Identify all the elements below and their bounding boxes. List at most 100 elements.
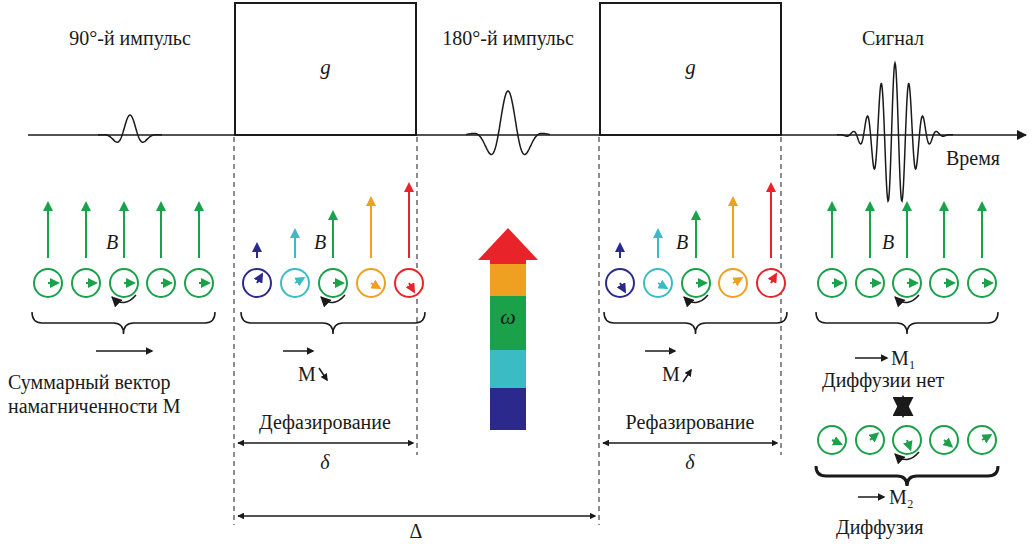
dim-head (238, 516, 240, 517)
spin-circle (357, 269, 385, 297)
brace (604, 312, 787, 334)
field-arrow (831, 203, 833, 258)
precession-arrow (684, 295, 708, 303)
dim-head (603, 443, 605, 444)
echo-signal (837, 63, 953, 201)
magnetization-label: M₂ (889, 485, 914, 509)
field-label: B (314, 230, 326, 254)
spin-circle (893, 269, 921, 297)
spin-circle (682, 269, 710, 297)
field-arrow (198, 203, 200, 258)
brace-bold (816, 466, 998, 486)
field-arrow (695, 212, 697, 258)
field-arrow (256, 244, 258, 258)
magnetization-label: M (662, 362, 680, 386)
spin-vector (696, 282, 706, 284)
stage-label: Рефазирование (626, 410, 755, 434)
field-arrow (657, 230, 659, 258)
spin-circle (930, 269, 958, 297)
spin-circle (606, 269, 634, 297)
spin-circle (818, 269, 846, 297)
field-arrow (981, 203, 983, 258)
spin-vector (944, 282, 954, 284)
frequency-arrow: ω (478, 228, 538, 430)
spin-vector (944, 440, 952, 446)
spin-vector (907, 440, 910, 449)
spin-circle (968, 426, 996, 454)
magnetization-arrow (858, 496, 884, 498)
field-arrow (370, 198, 372, 258)
spin-vector (832, 440, 841, 444)
spin-vector (620, 283, 625, 292)
case-label: Диффузии нет (822, 368, 944, 392)
field-arrow (732, 198, 734, 258)
field-arrow (906, 203, 908, 258)
spin-circle (281, 269, 309, 297)
spin-circle (818, 426, 846, 454)
spin-vector (771, 274, 776, 283)
spin-vector (295, 278, 304, 283)
duration-label: δ (320, 450, 329, 474)
delta-large-dimension (238, 515, 595, 516)
spin-vector (48, 282, 58, 284)
dashed-guide (234, 137, 235, 525)
field-arrow (619, 244, 621, 258)
brace (32, 312, 215, 334)
pulse-label: 180°-й импульс (442, 26, 574, 50)
dashed-guide (417, 137, 418, 455)
field-arrow (123, 203, 125, 258)
spin-vector (333, 282, 343, 284)
signal-label: Сигнал (862, 26, 924, 50)
dashed-guide (781, 137, 782, 455)
spin-vector (409, 283, 414, 292)
field-label: B (676, 230, 688, 254)
magnetization-caption: Суммарный вектор намагниченности M (8, 370, 230, 418)
magnetization-arrow (645, 350, 675, 352)
spin-vector (161, 282, 171, 284)
field-arrow (408, 184, 410, 258)
spin-vector (907, 282, 917, 284)
field-arrow (85, 203, 87, 258)
magnetization-tilt (683, 370, 691, 382)
pulse-90 (98, 115, 162, 142)
spin-vector (199, 282, 209, 284)
gradient-pulse: g (234, 2, 417, 136)
spin-vector (982, 435, 991, 440)
pulse-180 (466, 91, 550, 155)
spin-circle (719, 269, 747, 297)
brace (816, 312, 998, 334)
field-arrow (47, 203, 49, 258)
spin-circle (893, 426, 921, 454)
field-arrow (869, 203, 871, 258)
magnetization-arrow (283, 350, 313, 352)
spin-circle (395, 269, 423, 297)
spin-vector (982, 282, 992, 284)
dim-head (238, 443, 240, 444)
field-label: B (106, 230, 118, 254)
magnetization-arrow (855, 357, 887, 359)
field-arrow (770, 184, 772, 258)
node-text: g (685, 55, 696, 80)
compare-arrow (902, 397, 905, 416)
spin-circle (185, 269, 213, 297)
spin-circle (644, 269, 672, 297)
field-label: B (882, 230, 894, 254)
spin-circle (34, 269, 62, 297)
stage-label: Дефазирование (259, 410, 391, 434)
spin-vector (86, 282, 96, 284)
precession-arrow (895, 452, 919, 460)
node-text: g (320, 55, 331, 80)
pulse-label: 90°-й импульс (69, 26, 191, 50)
interval-label: Δ (410, 519, 423, 543)
spin-vector (870, 282, 880, 284)
field-arrow (943, 203, 945, 258)
spin-circle (243, 269, 271, 297)
field-arrow (332, 212, 334, 258)
spin-circle (147, 269, 175, 297)
time-axis (28, 134, 1026, 136)
field-arrow (294, 230, 296, 258)
gradient-pulse: g (599, 2, 782, 136)
magnetization-tilt (319, 368, 327, 380)
field-arrow (160, 203, 162, 258)
duration-label: δ (685, 450, 694, 474)
